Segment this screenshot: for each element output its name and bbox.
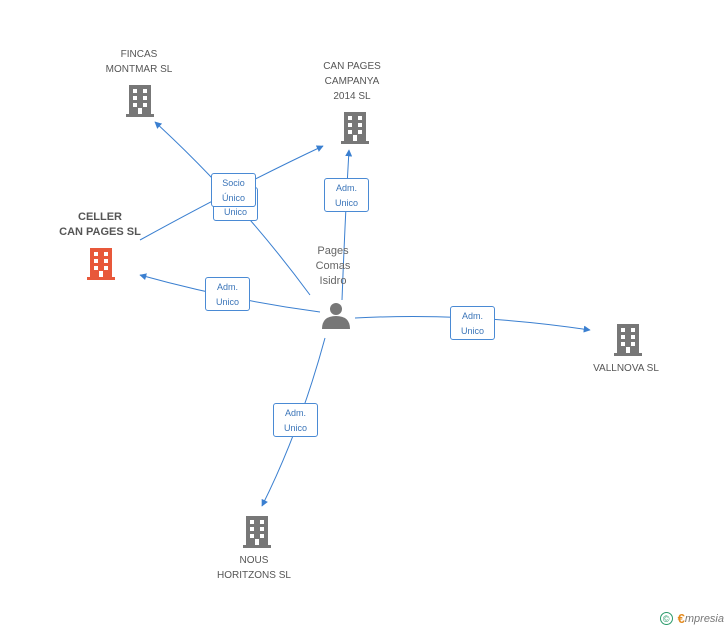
building-icon-celler xyxy=(87,248,115,280)
edge-label-vallnova: Adm. Unico xyxy=(450,306,495,340)
company-label-celler[interactable]: CELLER CAN PAGES SL xyxy=(59,211,141,238)
edge-label-nous: Adm. Unico xyxy=(273,403,318,437)
edge-label-campanya: Adm. Unico xyxy=(324,178,369,212)
building-icon-fincas xyxy=(126,85,154,117)
company-label-nous[interactable]: NOUS HORITZONS SL xyxy=(217,555,291,581)
person-icon xyxy=(322,303,350,329)
building-icon-campanya xyxy=(341,112,369,144)
building-icon-nous xyxy=(243,516,271,548)
person-label[interactable]: Pages Comas Isidro xyxy=(315,245,351,287)
company-label-vallnova[interactable]: VALLNOVA SL xyxy=(593,363,659,374)
footer-brand: © € mpresia xyxy=(659,611,724,626)
building-icon-vallnova xyxy=(614,324,642,356)
copyright-icon: © xyxy=(659,612,673,625)
brand-logo-letter: € xyxy=(677,611,685,626)
brand-name: mpresia xyxy=(684,612,724,625)
edge-campanya xyxy=(341,149,353,301)
edge-label-socio-unico: Socio Único xyxy=(211,173,256,207)
edge-label-celler: Adm. Unico xyxy=(205,277,250,311)
company-label-campanya[interactable]: CAN PAGES CAMPANYA 2014 SL xyxy=(323,61,381,102)
company-label-fincas[interactable]: FINCAS MONTMAR SL xyxy=(105,49,173,75)
